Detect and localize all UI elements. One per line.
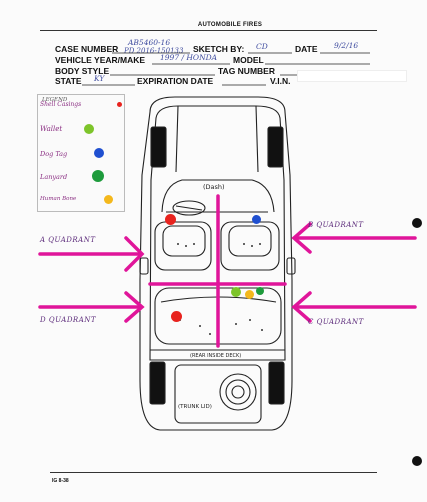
- sketch-by-label: SKETCH BY:: [193, 44, 245, 54]
- legend-dot-lime: [84, 124, 94, 134]
- state-value: KY: [94, 74, 105, 83]
- footer-code: IG 8-38: [52, 478, 69, 484]
- legend-item-human-bone: Human Bone: [40, 196, 77, 202]
- evidence-lanyard: [256, 287, 264, 295]
- vehicle-value: 1997 / HONDA: [160, 53, 218, 62]
- header-rule: [40, 30, 377, 31]
- rear-deck-label: (REAR INSIDE DECK): [190, 353, 242, 359]
- evidence-wallet: [231, 287, 241, 297]
- binder-hole-bottom: [412, 456, 422, 466]
- case-number-row: CASE NUMBER: [55, 44, 118, 54]
- quadrant-d-label: D QUADRANT: [40, 316, 97, 324]
- evidence-shell-casing-front: [165, 214, 176, 225]
- form-title: AUTOMOBILE FIRES: [197, 22, 263, 28]
- legend-box: LEGEND Shell Casings Wallet Dog Tag Lany…: [37, 94, 125, 212]
- case-number-label: CASE NUMBER: [55, 44, 119, 54]
- evidence-human-bone: [245, 290, 254, 299]
- dash-label: (Dash): [203, 183, 225, 191]
- vin-redaction: [297, 70, 407, 82]
- legend-dot-green: [92, 170, 104, 182]
- expiration-label: EXPIRATION DATE: [137, 76, 214, 86]
- date-value: 9/2/16: [334, 41, 359, 50]
- footer-rule: [50, 472, 377, 473]
- legend-item-shell-casings: Shell Casings: [40, 101, 82, 108]
- tag-number-label: TAG NUMBER: [218, 66, 275, 76]
- quadrant-c-label: C QUADRANT: [308, 318, 364, 326]
- legend-item-lanyard: Lanyard: [40, 173, 68, 181]
- evidence-dog-tag: [252, 215, 261, 224]
- binder-hole-top: [412, 218, 422, 228]
- case-number-value-1: AB5460-16: [128, 38, 171, 47]
- body-style-label: BODY STYLE: [55, 66, 110, 76]
- date-label: DATE: [295, 44, 318, 54]
- sketch-by-value: CD: [256, 42, 268, 51]
- trunk-label: (TRUNK LID): [178, 404, 212, 410]
- vin-label: V.I.N.: [270, 76, 291, 86]
- legend-dot-blue: [94, 148, 104, 158]
- quadrant-b-label: B QUADRANT: [308, 221, 364, 229]
- legend-dot-red: [117, 102, 122, 107]
- case-number-value-2: PD 2016-150133: [124, 47, 184, 55]
- legend-item-dog-tag: Dog Tag: [40, 150, 68, 158]
- legend-item-wallet: Wallet: [40, 125, 63, 133]
- legend-title: LEGEND: [42, 97, 68, 103]
- vehicle-label: VEHICLE YEAR/MAKE: [55, 55, 146, 65]
- model-label: MODEL: [233, 55, 264, 65]
- quadrant-a-label: A QUADRANT: [40, 236, 96, 244]
- legend-dot-yellow: [104, 195, 113, 204]
- evidence-shell-casing-rear: [171, 311, 182, 322]
- state-label: STATE: [55, 76, 82, 86]
